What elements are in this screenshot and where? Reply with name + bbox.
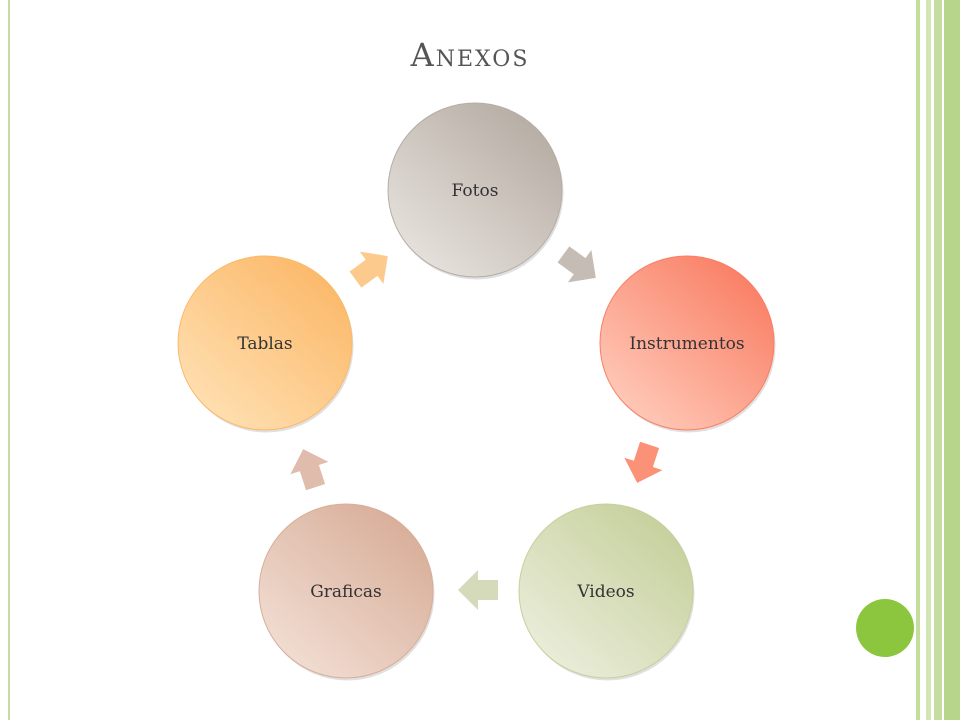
right-decor-stripe bbox=[920, 0, 926, 720]
cycle-arrow bbox=[349, 251, 388, 288]
right-decor-stripe bbox=[931, 0, 934, 720]
cycle-node-videos: Videos bbox=[518, 503, 695, 681]
right-decor-stripe bbox=[916, 0, 920, 720]
cycle-node-instrumentos: Instrumentos bbox=[599, 255, 776, 433]
node-label-graficas: Graficas bbox=[310, 582, 382, 602]
arrow-shape bbox=[458, 570, 498, 610]
cycle-arrow bbox=[290, 449, 329, 491]
arrow-shape bbox=[349, 251, 388, 288]
node-circle bbox=[599, 255, 775, 431]
cycle-node-fotos: Fotos bbox=[387, 102, 564, 280]
cycle-arrow bbox=[557, 246, 596, 283]
green-dot-decoration bbox=[856, 599, 914, 657]
right-decor-stripe bbox=[944, 0, 960, 720]
node-label-tablas: Tablas bbox=[237, 334, 292, 354]
cycle-arrow bbox=[624, 441, 663, 483]
left-frame-line bbox=[8, 0, 10, 720]
slide-title: Anexos bbox=[410, 36, 530, 74]
node-label-videos: Videos bbox=[576, 582, 634, 602]
arrow-shape bbox=[557, 246, 596, 283]
node-circle bbox=[518, 503, 694, 679]
node-label-instrumentos: Instrumentos bbox=[629, 334, 744, 354]
node-circle bbox=[387, 102, 563, 278]
arrow-shape bbox=[290, 449, 329, 491]
arrow-shape bbox=[624, 441, 663, 483]
arrows-layer bbox=[290, 246, 663, 610]
node-circle bbox=[258, 503, 434, 679]
cycle-arrow bbox=[458, 570, 498, 610]
cycle-node-graficas: Graficas bbox=[258, 503, 435, 681]
node-label-fotos: Fotos bbox=[452, 181, 499, 201]
right-decor-stripe bbox=[934, 0, 942, 720]
right-decor-stripe bbox=[926, 0, 931, 720]
cycle-node-tablas: Tablas bbox=[177, 255, 354, 433]
right-decor-stripe bbox=[942, 0, 944, 720]
node-circle bbox=[177, 255, 353, 431]
